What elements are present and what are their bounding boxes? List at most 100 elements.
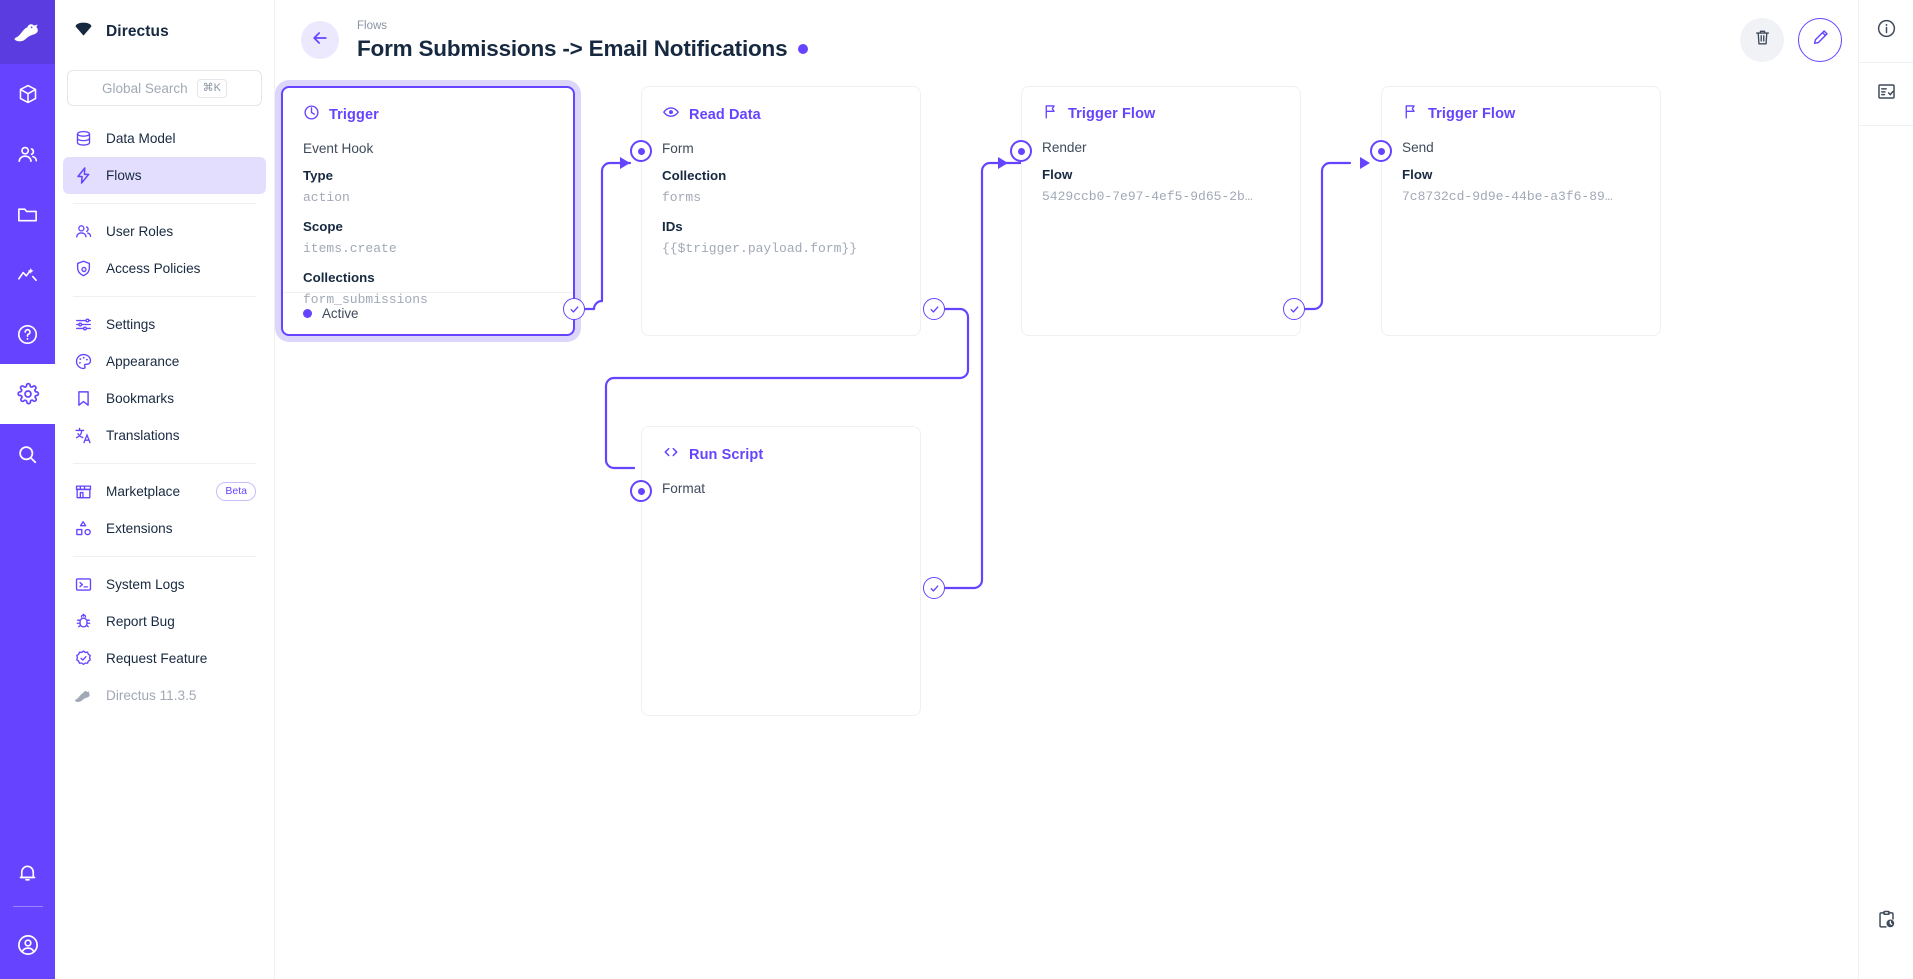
node-field: Flow 5429ccb0-7e97-4ef5-9d65-2b… bbox=[1042, 164, 1280, 207]
bookmark-icon bbox=[73, 389, 93, 409]
rail-item-notifications[interactable] bbox=[0, 842, 55, 902]
bug-icon bbox=[73, 612, 93, 632]
rail-item-search[interactable] bbox=[0, 424, 55, 484]
sidebar-item-label: Data Model bbox=[106, 131, 176, 146]
node-field: Collection forms bbox=[662, 165, 900, 208]
flow-canvas[interactable]: Trigger Event Hook Type action Scope ite… bbox=[275, 80, 1858, 979]
rail-item-users[interactable] bbox=[0, 124, 55, 184]
flag-icon bbox=[1042, 103, 1059, 125]
port-resolve-read-data[interactable] bbox=[923, 298, 945, 320]
node-field-value: 5429ccb0-7e97-4ef5-9d65-2b… bbox=[1042, 189, 1253, 204]
sidebar-item-user-roles[interactable]: User Roles bbox=[63, 213, 266, 250]
node-field: Type action bbox=[303, 165, 553, 208]
flow-node-read-data[interactable]: Read Data Form Collection forms IDs {{$t… bbox=[641, 86, 921, 336]
nav-list: Data Model Flows User Roles Access P bbox=[55, 120, 274, 714]
activity-log-button[interactable] bbox=[1859, 891, 1913, 953]
node-field-key: Scope bbox=[303, 219, 343, 234]
node-field-key: Type bbox=[303, 168, 334, 183]
rail-item-docs[interactable] bbox=[0, 304, 55, 364]
edit-flow-button[interactable] bbox=[1798, 18, 1842, 62]
flow-logs-button[interactable] bbox=[1859, 63, 1913, 125]
delete-flow-button[interactable] bbox=[1740, 18, 1784, 62]
flow-node-trigger-flow-send[interactable]: Trigger Flow Send Flow 7c8732cd-9d9e-44b… bbox=[1381, 86, 1661, 336]
nav-separator bbox=[73, 463, 256, 464]
sliders-icon bbox=[73, 315, 93, 335]
pencil-icon bbox=[1811, 28, 1830, 52]
port-resolve-trigger[interactable] bbox=[563, 298, 585, 320]
node-subtitle: Form bbox=[662, 141, 694, 156]
sidebar-item-marketplace[interactable]: Marketplace Beta bbox=[63, 473, 266, 510]
sidebar-item-label: Bookmarks bbox=[106, 391, 174, 406]
sidebar-item-label: User Roles bbox=[106, 224, 174, 239]
storefront-icon bbox=[73, 482, 93, 502]
node-field-key: Collections bbox=[303, 270, 375, 285]
node-field-value: forms bbox=[662, 190, 702, 205]
node-fields: Collection forms IDs {{$trigger.payload.… bbox=[642, 158, 920, 259]
directus-rabbit-icon bbox=[73, 686, 93, 706]
port-resolve-run-script[interactable] bbox=[923, 577, 945, 599]
rail-item-settings[interactable] bbox=[0, 364, 55, 424]
node-fields: Flow 7c8732cd-9d9e-44be-a3f6-89… bbox=[1382, 157, 1660, 207]
trigger-play-icon bbox=[303, 104, 320, 126]
sidebar-item-bookmarks[interactable]: Bookmarks bbox=[63, 380, 266, 417]
flow-info-button[interactable] bbox=[1859, 0, 1913, 62]
sidebar-item-label: Request Feature bbox=[106, 651, 208, 666]
breadcrumb[interactable]: Flows bbox=[357, 19, 388, 32]
sidebar-item-flows[interactable]: Flows bbox=[63, 157, 266, 194]
node-field-key: Flow bbox=[1042, 167, 1073, 182]
sidebar-item-label: Appearance bbox=[106, 354, 180, 369]
port-input-trigger-flow-send[interactable] bbox=[1370, 140, 1392, 162]
list-check-icon bbox=[1876, 81, 1897, 107]
port-dot bbox=[637, 147, 645, 155]
back-button[interactable] bbox=[301, 21, 339, 59]
directus-rabbit-logo[interactable] bbox=[0, 0, 55, 64]
port-input-read-data[interactable] bbox=[630, 140, 652, 162]
translate-icon bbox=[73, 426, 93, 446]
node-field-value: 7c8732cd-9d9e-44be-a3f6-89… bbox=[1402, 189, 1613, 204]
database-icon bbox=[73, 129, 93, 149]
rail-item-insights[interactable] bbox=[0, 244, 55, 304]
rail-item-content[interactable] bbox=[0, 64, 55, 124]
node-type-label: Trigger Flow bbox=[1068, 106, 1156, 122]
sidebar-item-translations[interactable]: Translations bbox=[63, 417, 266, 454]
flow-node-run-script[interactable]: Run Script Format bbox=[641, 426, 921, 716]
sidebar-item-label: Directus 11.3.5 bbox=[106, 688, 197, 703]
active-status-label: Active bbox=[322, 306, 359, 321]
flow-node-trigger-flow-render[interactable]: Trigger Flow Render Flow 5429ccb0-7e97-4… bbox=[1021, 86, 1301, 336]
sidebar-item-system-logs[interactable]: System Logs bbox=[63, 566, 266, 603]
port-input-trigger-flow-render[interactable] bbox=[1010, 140, 1032, 162]
sidebar-item-data-model[interactable]: Data Model bbox=[63, 120, 266, 157]
node-field: Flow 7c8732cd-9d9e-44be-a3f6-89… bbox=[1402, 164, 1640, 207]
node-subtitle: Format bbox=[662, 481, 706, 496]
rail-divider bbox=[1858, 125, 1913, 126]
rail-divider bbox=[12, 906, 43, 907]
global-search-placeholder: Global Search bbox=[102, 80, 188, 96]
directus-diamond-icon bbox=[73, 19, 94, 45]
sidebar-item-extensions[interactable]: Extensions bbox=[63, 510, 266, 547]
node-type-label: Run Script bbox=[689, 446, 764, 463]
sidebar-item-appearance[interactable]: Appearance bbox=[63, 343, 266, 380]
sidebar-item-report-bug[interactable]: Report Bug bbox=[63, 603, 266, 640]
node-field-value: {{$trigger.payload.form}} bbox=[662, 241, 858, 256]
port-dot bbox=[637, 487, 645, 495]
sidebar-item-request-feature[interactable]: Request Feature bbox=[63, 640, 266, 677]
title-row: Form Submissions -> Email Notifications bbox=[357, 36, 809, 62]
node-type-label: Read Data bbox=[689, 106, 761, 123]
port-resolve-trigger-flow-render[interactable] bbox=[1283, 298, 1305, 320]
title-block: Flows Form Submissions -> Email Notifica… bbox=[357, 19, 809, 62]
sidebar-item-access-policies[interactable]: Access Policies bbox=[63, 250, 266, 287]
node-title: Trigger bbox=[283, 88, 573, 126]
arrow-left-icon bbox=[310, 28, 330, 53]
port-input-run-script[interactable] bbox=[630, 480, 652, 502]
rail-item-files[interactable] bbox=[0, 184, 55, 244]
flow-node-trigger[interactable]: Trigger Event Hook Type action Scope ite… bbox=[281, 86, 575, 336]
sidebar-item-settings[interactable]: Settings bbox=[63, 306, 266, 343]
node-field-key: Collection bbox=[662, 168, 727, 183]
page-header: Flows Form Submissions -> Email Notifica… bbox=[275, 0, 1858, 80]
node-title: Trigger Flow bbox=[1022, 87, 1300, 125]
rail-item-account[interactable] bbox=[0, 911, 55, 979]
eye-icon bbox=[662, 103, 680, 126]
node-type-label: Trigger bbox=[329, 107, 379, 123]
global-search-input[interactable]: Global Search ⌘K bbox=[67, 70, 262, 106]
